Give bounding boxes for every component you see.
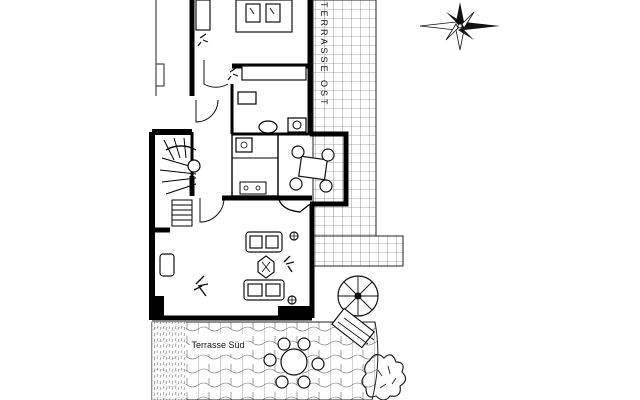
staircase <box>149 129 201 320</box>
wall-block-sw <box>152 296 164 320</box>
shrubs <box>361 353 407 400</box>
bed <box>235 0 293 33</box>
parasol-table <box>337 275 379 317</box>
terrace-east-label: TERRASSE OST <box>319 2 329 108</box>
kitchen <box>231 133 279 197</box>
terrace-south-label: Terrasse Süd <box>191 340 244 350</box>
grass-edge <box>152 322 186 400</box>
living-furniture <box>159 231 299 305</box>
door-arc-upper <box>203 60 229 88</box>
wall-block-se <box>278 306 312 320</box>
compass-rose-icon <box>419 2 500 51</box>
wardrobe <box>195 0 211 31</box>
dining-table <box>289 145 335 193</box>
shrubs-detail <box>377 365 397 389</box>
terrace-south-label-area <box>190 334 246 354</box>
entry-steps <box>171 199 193 227</box>
terrace-east-lower-tiles <box>312 235 404 267</box>
plant-upper <box>197 33 209 47</box>
patio-table <box>263 337 325 389</box>
sun-lounger <box>331 307 375 349</box>
plant-living <box>193 275 209 297</box>
bathroom <box>230 84 310 136</box>
plant-upper-2 <box>227 67 239 81</box>
door-arc-living <box>199 197 225 223</box>
desk <box>241 65 307 81</box>
door-arc-hall <box>195 99 219 123</box>
plant-living-2 <box>283 255 295 273</box>
living-room-walls <box>152 176 315 321</box>
west-garden <box>155 0 165 96</box>
